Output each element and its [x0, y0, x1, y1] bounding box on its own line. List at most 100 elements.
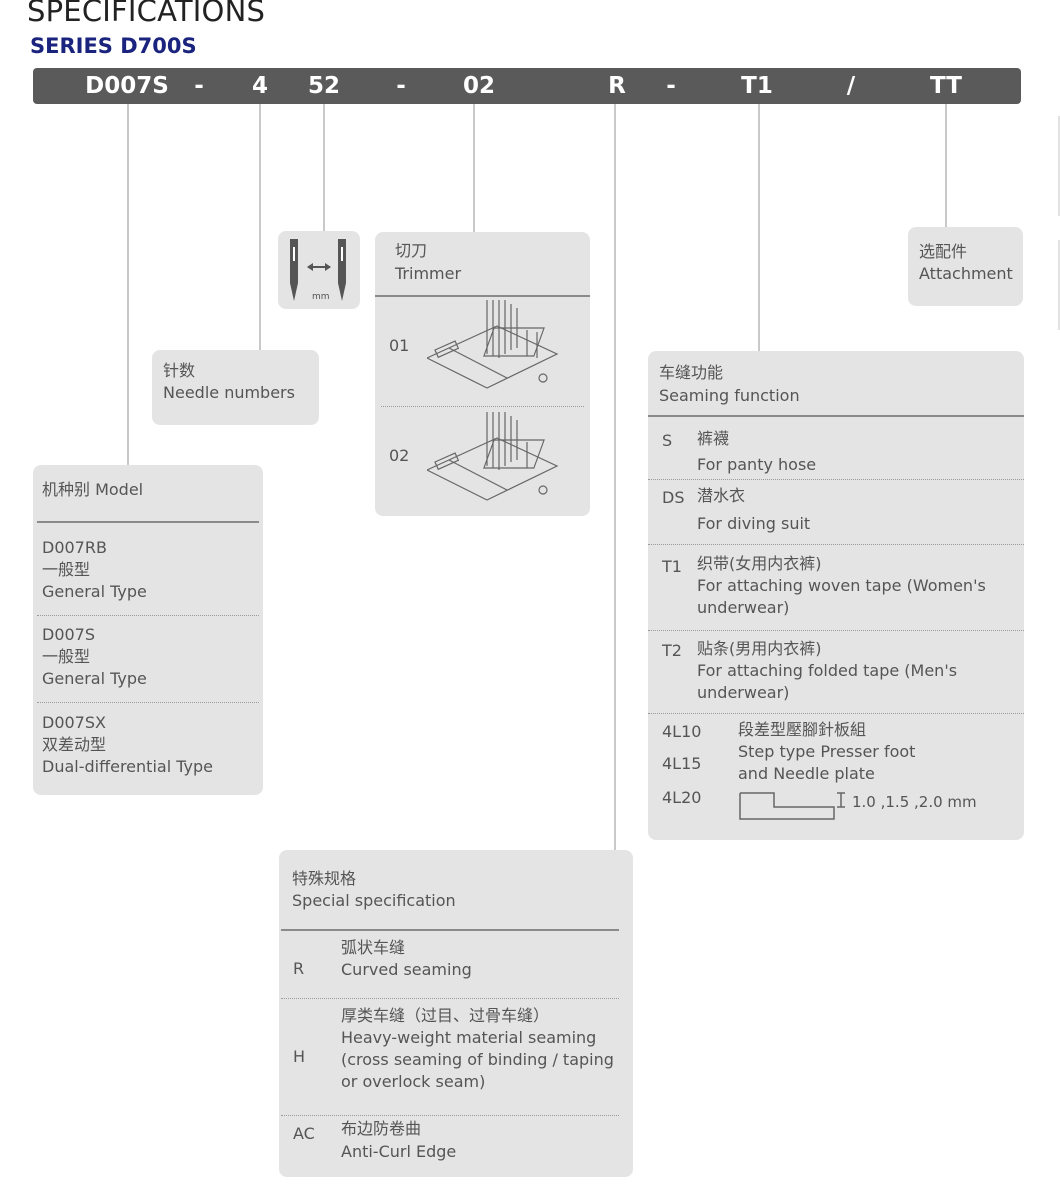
- special-item-code: H: [293, 1047, 306, 1066]
- model-item-code: D007SX: [42, 713, 106, 732]
- page-title: SPECIFICATIONS: [27, 0, 266, 28]
- needle-gauge-box: mm: [278, 231, 360, 309]
- model-item-cn: 一般型: [42, 647, 91, 666]
- connector-line-seaming: [758, 104, 760, 352]
- model-item-code: D007S: [42, 625, 96, 644]
- special-item-cn: 布边防卷曲: [341, 1119, 422, 1138]
- trimmer-01-illustration: [427, 300, 559, 389]
- special-item-en: Anti-Curl Edge: [341, 1142, 457, 1161]
- step-code: 4L10: [662, 722, 702, 741]
- code-segment-slash: /: [846, 73, 856, 99]
- divider: [375, 295, 590, 297]
- code-segment-dash: -: [666, 73, 676, 99]
- trimmer-02-illustration: [427, 412, 559, 501]
- seaming-item-en: underwear): [697, 683, 790, 702]
- code-segment-dash: -: [194, 73, 204, 99]
- divider: [37, 615, 259, 616]
- seaming-label-en: Seaming function: [659, 386, 800, 405]
- step-label-en: Step type Presser foot: [738, 742, 916, 761]
- connector-line-needle: [259, 104, 261, 350]
- attachment-label-en: Attachment: [919, 264, 1013, 283]
- code-segment-model: D007S: [85, 73, 169, 99]
- divider: [648, 415, 1024, 417]
- seaming-item-en: For attaching folded tape (Men's: [697, 661, 958, 680]
- step-label-cn: 段差型壓腳針板組: [738, 720, 867, 739]
- special-item-cn: 厚类车缝（过目、过骨车缝）: [341, 1006, 550, 1025]
- step-dimensions: 1.0 ,1.5 ,2.0 mm: [852, 793, 977, 811]
- model-item-en: Dual-differential Type: [42, 757, 213, 776]
- trimmer-label-en: Trimmer: [395, 264, 462, 283]
- step-code: 4L15: [662, 754, 702, 773]
- connector-line-trimmer: [473, 104, 475, 232]
- trimmer-label-cn: 切刀: [395, 241, 428, 260]
- seaming-item-code: T1: [662, 557, 682, 576]
- connector-line-attachment: [945, 104, 947, 228]
- model-item-en: General Type: [42, 582, 147, 601]
- special-item-code: AC: [293, 1124, 315, 1143]
- step-plate-icon: [739, 792, 845, 820]
- model-item-en: General Type: [42, 669, 147, 688]
- special-item-en: (cross seaming of binding / taping: [341, 1050, 614, 1069]
- seaming-item-code: S: [662, 431, 673, 450]
- attachment-box: 选配件 Attachment: [908, 227, 1023, 306]
- edge-mark: [1058, 116, 1060, 216]
- special-label-cn: 特殊规格: [292, 869, 357, 888]
- seaming-item-en: For panty hose: [697, 455, 817, 474]
- special-item-cn: 弧状车缝: [341, 938, 406, 957]
- model-code-bar: D007S - 4 52 - 02 R - T1 / TT: [33, 68, 1021, 104]
- step-label-en: and Needle plate: [738, 764, 875, 783]
- code-segment-gauge: 52: [307, 73, 341, 99]
- special-label-en: Special specification: [292, 891, 456, 910]
- seaming-item-cn: 织带(女用内衣裤): [697, 554, 822, 573]
- model-item-cn: 双差动型: [42, 735, 107, 754]
- divider: [281, 1115, 619, 1116]
- code-segment-seaming: T1: [741, 73, 773, 99]
- needle-gauge-icon: [290, 239, 346, 301]
- connector-line-model: [127, 104, 129, 466]
- trimmer-option-01: 01: [389, 336, 410, 355]
- trimmer-box: 切刀 Trimmer 01 02: [375, 232, 590, 516]
- code-segment-special: R: [608, 73, 626, 99]
- code-segment-trimmer: 02: [462, 73, 496, 99]
- seaming-item-en: For diving suit: [697, 514, 811, 533]
- code-segment-attachment: TT: [930, 73, 962, 99]
- divider: [281, 998, 619, 999]
- model-label: 机种别 Model: [42, 480, 144, 499]
- gauge-unit: mm: [312, 292, 330, 302]
- special-item-en: Heavy-weight material seaming: [341, 1028, 597, 1047]
- divider: [381, 406, 584, 407]
- divider: [648, 630, 1024, 631]
- divider: [281, 929, 619, 931]
- seaming-item-code: T2: [662, 641, 682, 660]
- special-item-en: Curved seaming: [341, 960, 472, 979]
- divider: [37, 521, 259, 523]
- seaming-item-cn: 贴条(男用内衣裤): [697, 639, 822, 658]
- connector-line-special: [614, 104, 616, 850]
- divider: [648, 544, 1024, 545]
- seaming-label-cn: 车缝功能: [659, 363, 724, 382]
- attachment-label-cn: 选配件: [919, 242, 968, 261]
- seaming-item-en: For attaching woven tape (Women's: [697, 576, 986, 595]
- seaming-item-cn: 裤襪: [697, 429, 730, 448]
- special-spec-box: 特殊规格 Special specification R 弧状车缝 Curved…: [279, 850, 633, 1177]
- edge-mark: [1058, 240, 1060, 330]
- divider: [648, 479, 1024, 480]
- model-box: 机种别 Model D007RB 一般型 General Type D007S …: [33, 465, 263, 795]
- code-segment-needle: 4: [251, 73, 269, 99]
- divider: [648, 713, 1024, 714]
- seaming-item-cn: 潜水衣: [697, 486, 746, 505]
- divider: [37, 702, 259, 703]
- seaming-item-code: DS: [662, 488, 685, 507]
- trimmer-option-02: 02: [389, 446, 410, 465]
- model-item-cn: 一般型: [42, 560, 91, 579]
- step-code: 4L20: [662, 788, 702, 807]
- seaming-function-box: 车缝功能 Seaming function S 裤襪 For panty hos…: [648, 351, 1024, 840]
- code-segment-dash: -: [396, 73, 406, 99]
- seaming-item-en: underwear): [697, 598, 790, 617]
- needle-label-cn: 针数: [163, 361, 196, 380]
- series-title: SERIES D700S: [30, 34, 197, 58]
- connector-line-gauge: [323, 104, 325, 232]
- model-item-code: D007RB: [42, 538, 107, 557]
- needle-numbers-box: 针数 Needle numbers: [152, 350, 319, 425]
- special-item-en: or overlock seam): [341, 1072, 486, 1091]
